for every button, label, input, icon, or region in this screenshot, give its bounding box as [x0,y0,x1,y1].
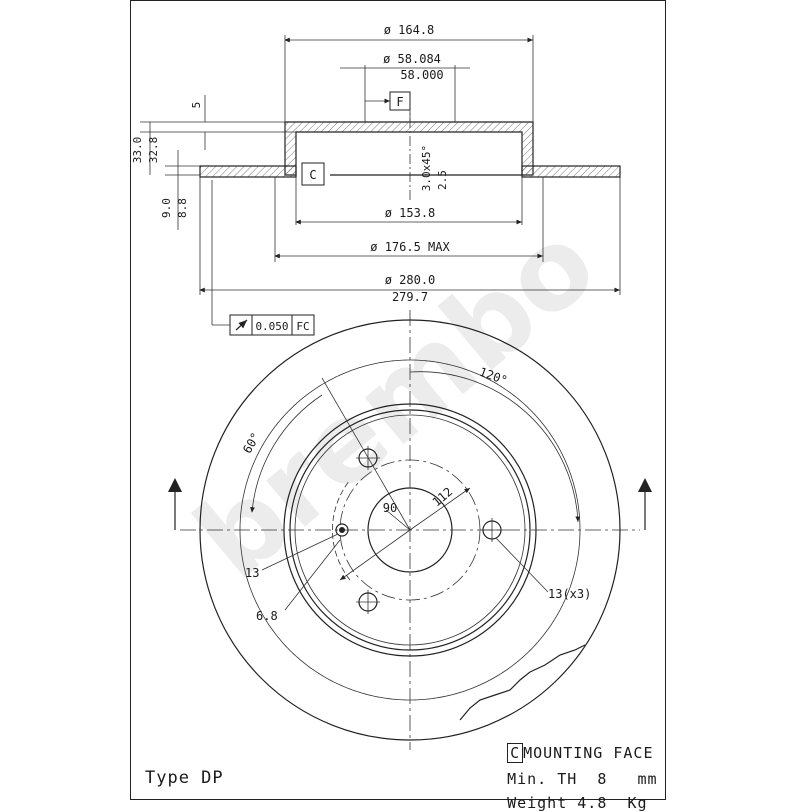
pcd-112: 112 [430,485,456,510]
dim-8-8: 8.8 [176,198,189,218]
min-th-value: 8 [597,770,608,788]
min-th-line: Min. TH 8 mm [487,752,658,788]
dim-58-000: 58.000 [400,68,443,82]
front-view: 120° 60° 90 112 13 6.8 13(x3) [168,310,652,750]
datum-f: F [396,95,403,109]
flange-right [521,165,621,178]
dim-176-5: ø 176.5 MAX [370,240,450,254]
type-label: Type DP [145,768,224,788]
watermark-text: brembo [172,199,619,603]
locating-hole [335,523,349,537]
datum-c: C [309,168,316,182]
dim-2-5: 2.5 [436,170,449,190]
dim-chamfer: 3.0x45° [420,145,433,191]
pcd-90: 90 [383,501,397,515]
hole-6-8: 6.8 [256,609,278,623]
tolerance-ref: FC [296,320,309,333]
brembo-watermark: brembo [172,199,619,603]
weight-value: 4.8 [577,794,608,812]
drawing-sheet [130,0,666,800]
dim-280-0: ø 280.0 [385,273,436,287]
dim-5: 5 [190,102,203,109]
dim-9-0: 9.0 [160,198,173,218]
min-th-label: Min. TH [507,770,578,788]
weight-line: Weight 4.8 Kg [487,776,648,812]
mounting-face-label: MOUNTING FACE [523,744,654,762]
dim-164-8: ø 164.8 [384,23,435,37]
tolerance-value: 0.050 [255,320,288,333]
break-edge [459,644,586,721]
min-th-unit: mm [637,770,658,788]
hole-13x3: 13(x3) [548,587,591,601]
flange-left [199,165,297,178]
dim-279-7: 279.7 [392,290,428,304]
dim-32-8: 32.8 [147,137,160,164]
cross-section [199,100,621,225]
dimension-lines: ø 164.8 ø 58.084 58.000 F C 5 33.0 32.8 … [131,23,621,336]
dim-58-084: ø 58.084 [383,52,441,66]
dim-153-8: ø 153.8 [385,206,436,220]
dim-33-0: 33.0 [131,137,144,164]
mounting-box: C [507,743,524,763]
weight-label: Weight [507,794,568,812]
weight-unit: Kg [627,794,648,812]
hole-13: 13 [245,566,259,580]
